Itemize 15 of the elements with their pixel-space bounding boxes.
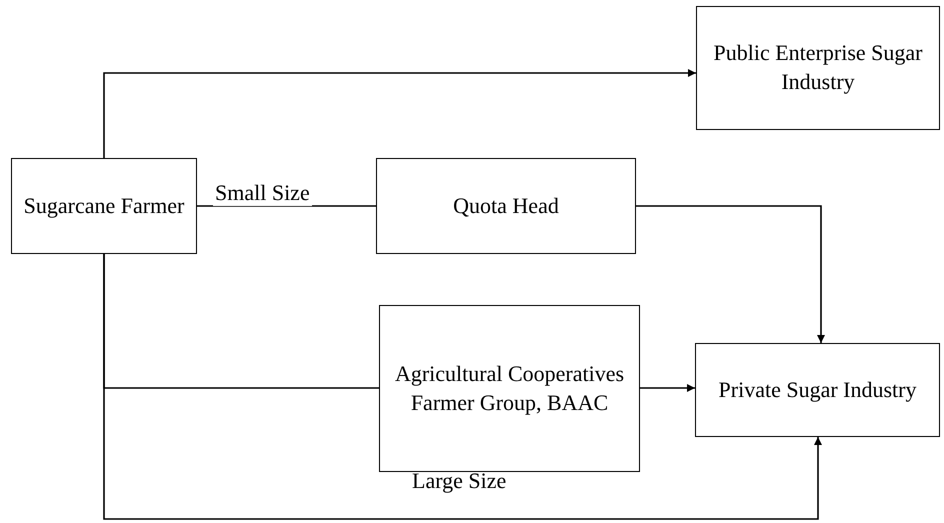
process-box [696, 6, 940, 130]
connector-line [640, 384, 695, 392]
box-text: Agricultural Cooperatives Farmer Group, BAAC [394, 360, 626, 417]
box-text: Private Sugar Industry [718, 376, 918, 404]
box-text: Public Enterprise Sugar Industry [712, 39, 924, 96]
process-box [376, 158, 636, 254]
connector-line [636, 205, 825, 343]
box-text: Sugarcane Farmer [22, 192, 186, 220]
process-box [695, 343, 940, 437]
process-box [11, 158, 197, 254]
box-text: Quota Head [452, 192, 560, 220]
connector-line [103, 69, 696, 158]
process-box [379, 305, 640, 472]
connector-line [103, 254, 822, 520]
connector-line [197, 205, 376, 207]
